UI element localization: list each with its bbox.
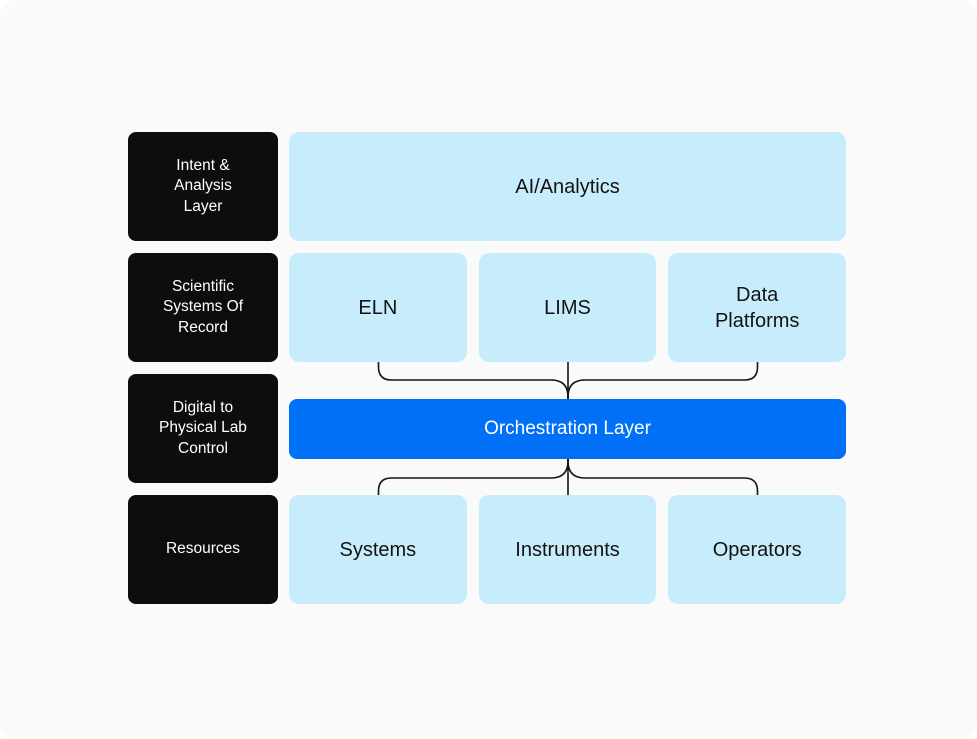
connector-merge-top [377, 362, 759, 399]
systems-of-record-node-row: ELN LIMS Data Platforms [289, 253, 847, 362]
layer-label-intent-analysis-layer: Intent & Analysis Layer [128, 132, 278, 241]
node-operators: Operators [668, 495, 847, 604]
node-ai-analytics: AI/Analytics [289, 132, 846, 241]
layer-label-resources: Resources [128, 495, 278, 604]
node-data-platforms: Data Platforms [668, 253, 847, 362]
resources-node-row: Systems Instruments Operators [289, 495, 847, 604]
node-eln: ELN [289, 253, 467, 362]
layer-label-digital-to-physical-lab-control: Digital to Physical Lab Control [128, 374, 278, 483]
node-lims: LIMS [478, 253, 657, 362]
node-systems: Systems [289, 495, 467, 604]
layer-label-scientific-systems-of-record: Scientific Systems Of Record [128, 253, 278, 362]
node-orchestration-layer: Orchestration Layer [289, 399, 846, 459]
connector-split-bottom [377, 459, 759, 495]
node-instruments: Instruments [478, 495, 657, 604]
